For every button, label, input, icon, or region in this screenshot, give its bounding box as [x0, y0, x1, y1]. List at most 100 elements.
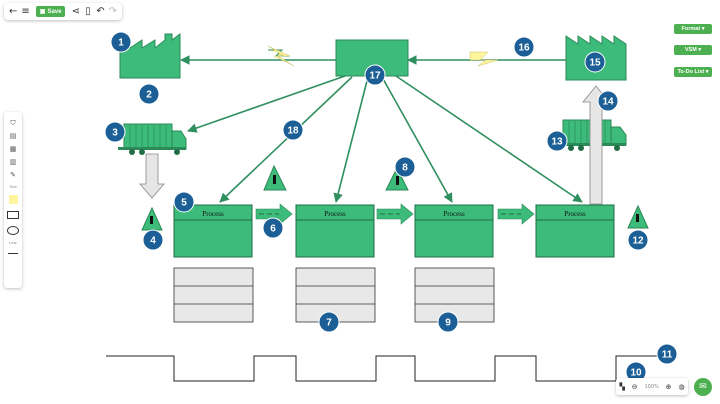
push-arrow-1	[255, 203, 293, 225]
marker-4[interactable]: 4	[142, 229, 164, 251]
shape-panel: ⛉ ▤ ▦ ▥ ✎ Text Line	[4, 112, 22, 288]
back-arrow-icon[interactable]: ←	[9, 6, 18, 17]
save-label: Save	[47, 8, 62, 15]
push-arrows	[255, 203, 535, 225]
marker-label: 9	[445, 318, 451, 329]
info-arrow-to-process-2	[333, 76, 369, 203]
marker-label: 12	[632, 236, 644, 247]
document-icon[interactable]: ▤	[9, 132, 17, 140]
marker-12[interactable]: 12	[627, 229, 649, 251]
zoom-out-icon[interactable]: ⊖	[631, 382, 638, 391]
data-box-3[interactable]	[414, 267, 495, 323]
format-button[interactable]: Format ▾	[674, 24, 712, 34]
info-arrow-to-process-1	[219, 76, 353, 203]
redo-icon[interactable]: ↷	[108, 6, 118, 17]
marker-8[interactable]: 8	[394, 156, 416, 178]
globe-icon[interactable]: ◍	[678, 382, 685, 391]
marker-label: 6	[270, 224, 276, 235]
save-icon: ▣	[39, 9, 46, 15]
info-arrow-to-process-3	[381, 76, 453, 203]
share-icon[interactable]: ⋖	[71, 6, 80, 17]
process-label-2: Process	[324, 210, 346, 218]
marker-15[interactable]: 15	[584, 51, 606, 73]
vsm-button[interactable]: VSM ▾	[674, 45, 712, 55]
marker-13[interactable]: 13	[546, 130, 568, 152]
marker-1[interactable]: 1	[110, 31, 132, 53]
top-toolbar: ← ≡ ▣ Save ⋖ ▯ ↶ ↷	[4, 3, 122, 20]
push-arrow-3	[497, 203, 535, 225]
qr-code-icon[interactable]: ▦	[9, 145, 17, 153]
marker-6[interactable]: 6	[262, 217, 284, 239]
marker-5[interactable]: 5	[173, 191, 195, 213]
marker-11[interactable]: 11	[656, 343, 678, 365]
marker-label: 17	[369, 71, 381, 82]
menu-icon[interactable]: ≡	[21, 6, 30, 17]
process-box-2[interactable]: Process	[295, 204, 375, 258]
process-box-1[interactable]: Process	[173, 204, 253, 258]
marker-label: 10	[630, 368, 642, 379]
marker-17[interactable]: 17	[364, 64, 386, 86]
vsm-label: VSM	[684, 47, 697, 53]
lightning-left-icon	[267, 45, 295, 67]
rectangle-tool[interactable]	[7, 211, 19, 219]
marker-label: 14	[602, 97, 614, 108]
pen-icon[interactable]: ✎	[10, 171, 16, 179]
marker-label: 15	[589, 58, 601, 69]
shield-icon[interactable]: ⛉	[10, 119, 16, 127]
text-tool[interactable]: Text	[9, 184, 17, 189]
push-arrow-2	[376, 203, 414, 225]
sticky-note-tool[interactable]	[8, 195, 18, 204]
marker-label: 7	[326, 318, 332, 329]
marker-label: 1	[118, 38, 124, 49]
data-boxes	[173, 267, 495, 323]
line-tool-label: Line	[9, 240, 17, 245]
marker-2[interactable]: 2	[138, 83, 160, 105]
marker-3[interactable]: 3	[104, 121, 126, 143]
marker-label: 3	[112, 128, 118, 139]
chat-bubble-icon[interactable]: ✉	[694, 378, 712, 396]
process-boxes: Process Process Process Process	[173, 204, 615, 258]
line-tool[interactable]	[8, 253, 18, 254]
marker-label: 11	[662, 350, 673, 361]
marker-9[interactable]: 9	[437, 311, 459, 333]
shipment-arrow-down	[139, 153, 165, 199]
marker-label: 16	[518, 43, 530, 54]
timeline-ladder[interactable]	[106, 355, 660, 382]
todo-list-label: To-Do List	[677, 69, 705, 75]
process-label-1: Process	[202, 210, 224, 218]
info-arrow-to-process-4	[395, 75, 583, 203]
marker-label: 8	[402, 163, 408, 174]
marker-7[interactable]: 7	[318, 311, 340, 333]
marker-label: 5	[181, 198, 187, 209]
table-icon[interactable]: ▥	[9, 158, 17, 166]
zoom-in-icon[interactable]: ⊕	[665, 382, 672, 391]
marker-14[interactable]: 14	[597, 90, 619, 112]
marker-label: 13	[551, 137, 563, 148]
data-box-2[interactable]	[295, 267, 376, 323]
ellipse-tool[interactable]	[7, 226, 19, 235]
undo-icon[interactable]: ↶	[96, 6, 105, 17]
inventory-triangles	[141, 164, 649, 231]
info-arrow-to-truck	[187, 75, 346, 133]
process-label-3: Process	[443, 210, 465, 218]
save-button[interactable]: ▣ Save	[35, 6, 66, 17]
supplier-truck-icon[interactable]	[118, 123, 187, 155]
format-label: Format	[681, 26, 701, 32]
marker-label: 2	[146, 90, 152, 101]
process-label-4: Process	[564, 210, 586, 218]
process-box-3[interactable]: Process	[414, 204, 494, 258]
trash-icon[interactable]: ▯	[85, 6, 91, 17]
zoom-controls: ▚ ⊖ 100% ⊕ ◍	[616, 378, 688, 395]
marker-16[interactable]: 16	[513, 36, 535, 58]
marker-label: 18	[287, 126, 299, 137]
todo-list-button[interactable]: To-Do List ▾	[674, 67, 712, 77]
zoom-level: 100%	[644, 383, 659, 390]
map-icon[interactable]: ▚	[619, 382, 625, 391]
marker-label: 4	[150, 236, 156, 247]
data-box-1[interactable]	[173, 267, 254, 323]
process-box-4[interactable]: Process	[535, 204, 615, 258]
marker-18[interactable]: 18	[282, 119, 304, 141]
lightning-right-icon	[469, 51, 499, 67]
